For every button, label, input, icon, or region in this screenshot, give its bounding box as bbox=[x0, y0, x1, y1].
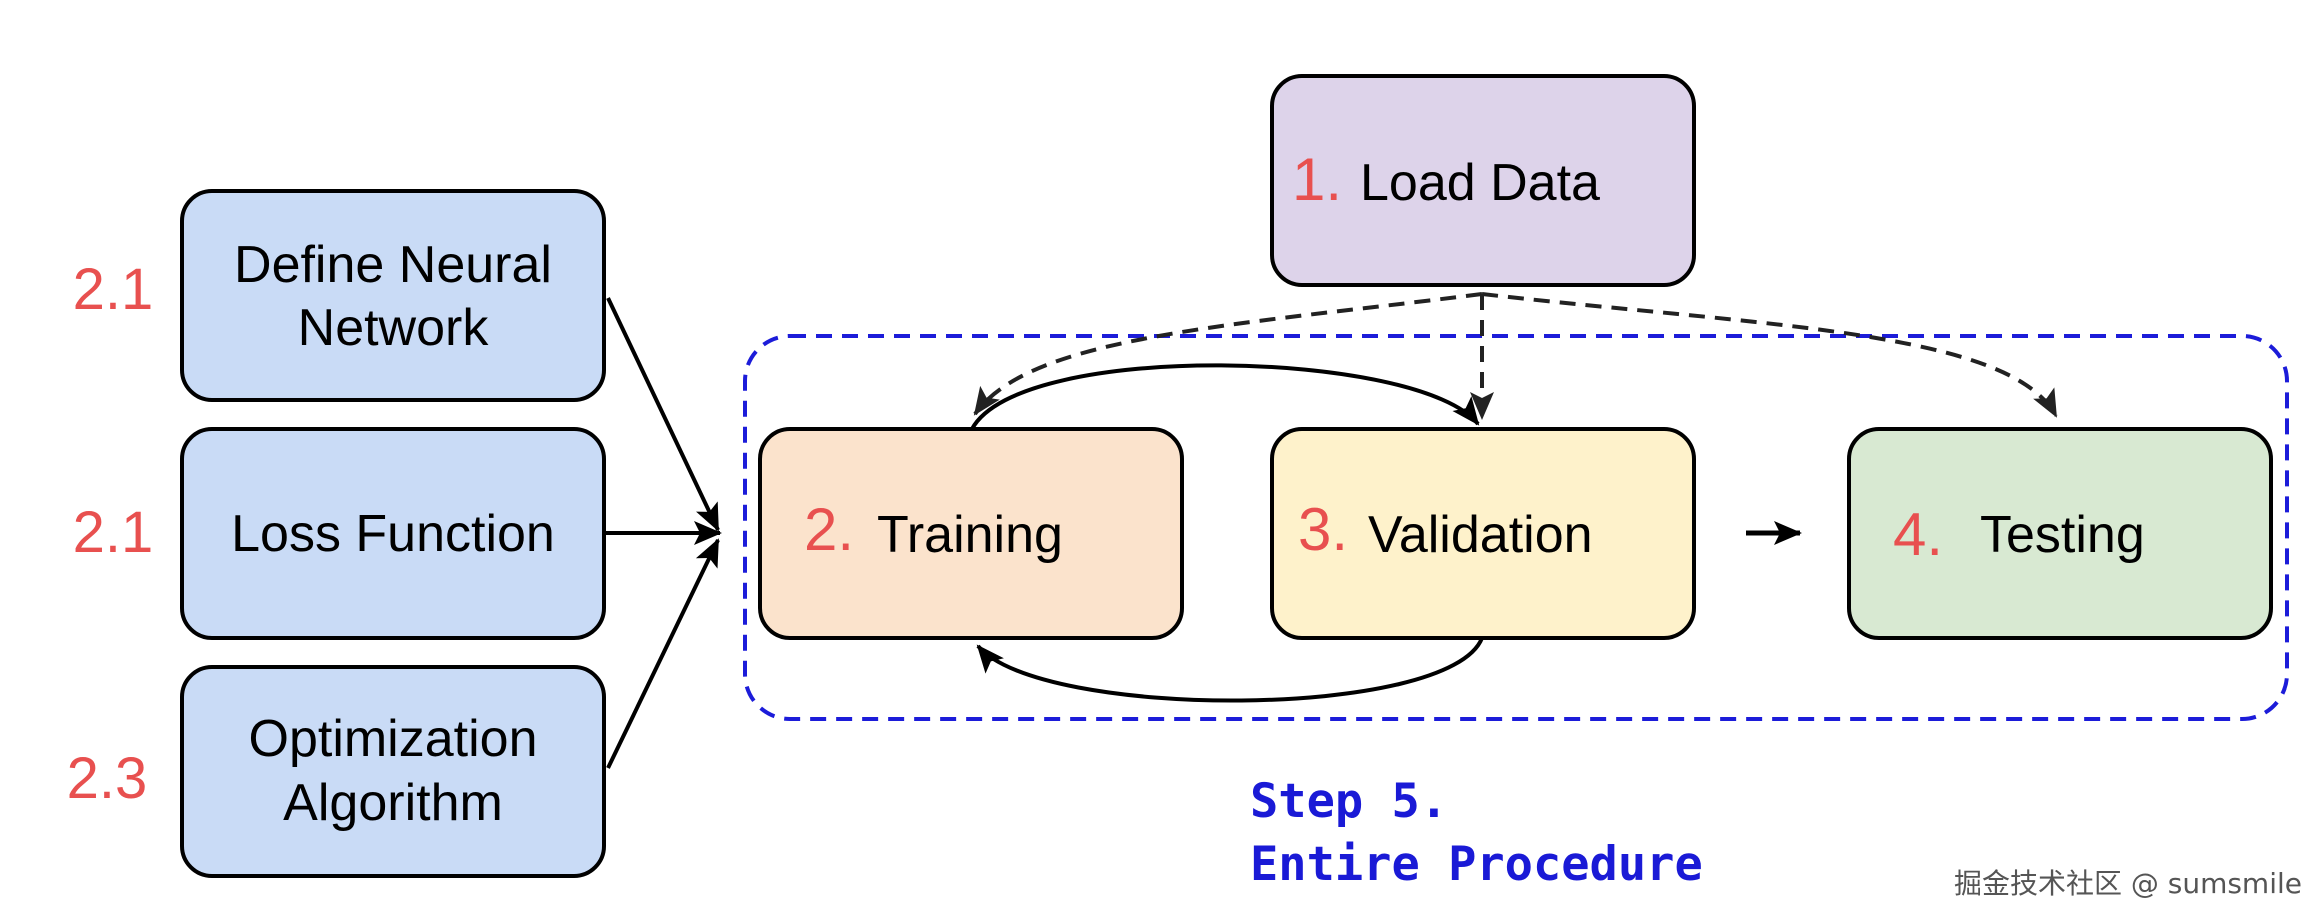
step-validation: 3. Validation bbox=[1270, 427, 1696, 640]
step-label: Testing bbox=[1980, 506, 2145, 564]
step-label: Load Data bbox=[1360, 154, 1600, 212]
step-load-data: 1. Load Data bbox=[1270, 74, 1696, 287]
component-number: 2.1 bbox=[73, 500, 154, 565]
component-label-line: Define Neural bbox=[234, 236, 552, 294]
component-label-line: Network bbox=[298, 299, 490, 357]
component-label-line: Loss Function bbox=[231, 505, 555, 563]
step-testing: 4. Testing bbox=[1847, 427, 2273, 640]
dashed-arrow-load-to-testing bbox=[1481, 292, 2058, 418]
component-label-line: Algorithm bbox=[283, 774, 503, 832]
step-number: 3. bbox=[1298, 496, 1348, 563]
step-label: Training bbox=[877, 506, 1063, 564]
caption-procedure: Entire Procedure bbox=[1250, 837, 1703, 892]
arrow-optimizer-to-training bbox=[606, 538, 720, 769]
watermark-text: 掘金技术社区 @ sumsmile bbox=[1954, 867, 2302, 900]
component-number: 2.1 bbox=[73, 257, 154, 322]
step-number: 2. bbox=[804, 496, 854, 563]
step-number: 4. bbox=[1893, 501, 1943, 568]
procedure-group-boundary bbox=[743, 334, 2289, 721]
loop-arrow-training-to-validation bbox=[970, 363, 1480, 430]
arrow-network-to-training bbox=[606, 297, 720, 532]
component-optimization-algorithm: Optimization Algorithm bbox=[180, 665, 606, 878]
loop-arrow-validation-to-training bbox=[976, 637, 1484, 703]
caption-step-number: Step 5. bbox=[1250, 774, 1448, 829]
dashed-arrow-load-to-training bbox=[973, 292, 1483, 416]
step-training: 2. Training bbox=[758, 427, 1184, 640]
step-label: Validation bbox=[1368, 506, 1593, 564]
component-loss-function: Loss Function bbox=[180, 427, 606, 640]
component-number: 2.3 bbox=[67, 746, 148, 811]
component-label-line: Optimization bbox=[249, 710, 538, 768]
step-number: 1. bbox=[1292, 146, 1342, 213]
component-define-network: Define Neural Network bbox=[180, 189, 606, 402]
